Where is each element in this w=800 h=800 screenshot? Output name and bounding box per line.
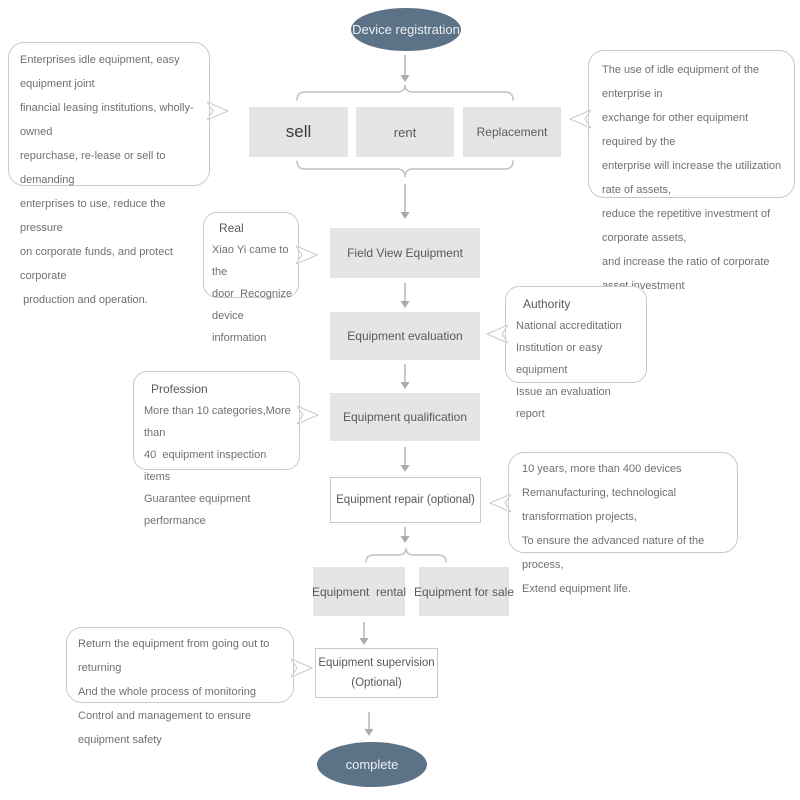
callout-authority: Authority National accreditation Institu…: [486, 286, 647, 420]
end-node: complete: [317, 742, 427, 787]
arrow-down: [359, 622, 369, 645]
arrow-down: [400, 447, 410, 472]
arrow-down: [400, 55, 410, 82]
callout-line: To ensure the advanced nature of the pro…: [522, 535, 708, 571]
callout-line: More than 10 categories,More than: [144, 405, 294, 439]
callout-line: reduce the repetitive investment of corp…: [602, 208, 774, 244]
callout-line: Guarantee equipment performance: [144, 493, 254, 527]
callout-line: And the whole process of monitoring: [78, 686, 256, 698]
flow-box-qualification: Equipment qualification: [330, 393, 480, 441]
callout-title: Profession: [151, 382, 208, 396]
flow-box-repair: Equipment repair (optional): [330, 477, 481, 523]
callout-line: Remanufacturing, technological transform…: [522, 487, 680, 523]
flow-box-supervision-line2: (Optional): [351, 677, 402, 689]
flow-box-supervision-line1: Equipment supervision: [318, 657, 435, 669]
brace-top-split: [365, 547, 447, 563]
callout-line: Xiao Yi came to the: [212, 244, 292, 278]
flow-box-sale: Equipment for sale: [414, 567, 514, 616]
callout-title: Real: [219, 221, 244, 235]
callout-line: Return the equipment from going out to r…: [78, 638, 273, 674]
callout-title: Authority: [523, 297, 571, 311]
start-node: Device registration: [351, 8, 461, 51]
flow-box-repair-label: Equipment repair (optional): [336, 494, 475, 506]
callout-pointer-icon: [486, 324, 508, 344]
option-box-replacement: Replacement: [463, 107, 561, 157]
callout-line: production and operation.: [20, 294, 148, 306]
callout-line: enterprises to use, reduce the pressure: [20, 198, 169, 234]
arrow-down: [364, 712, 374, 736]
callout-pointer-icon: [297, 405, 319, 425]
callout-line: on corporate funds, and protect corporat…: [20, 246, 176, 282]
flow-box-rental: Equipment rental: [312, 567, 406, 616]
callout-pointer-icon: [207, 101, 229, 121]
callout-line: Extend equipment life.: [522, 583, 631, 595]
callout-line: 10 years, more than 400 devices: [522, 463, 682, 475]
flow-box-evaluation: Equipment evaluation: [330, 312, 480, 360]
brace-top-options: [296, 84, 514, 101]
callout-line: financial leasing institutions, wholly-o…: [20, 102, 194, 138]
callout-pointer-icon: [291, 658, 313, 678]
callout-line: exchange for other equipment required by…: [602, 112, 752, 148]
callout-line: door Recognize: [212, 288, 293, 300]
flow-box-supervision: Equipment supervision (Optional): [315, 648, 438, 698]
callout-line: National accreditation: [516, 320, 622, 332]
callout-replacement-info: The use of idle equipment of the enterpr…: [569, 50, 795, 316]
callout-sell-info: Enterprises idle equipment, easy equipme…: [8, 42, 229, 306]
callout-line: 40 equipment inspection items: [144, 449, 270, 483]
callout-supervision-info: Return the equipment from going out to r…: [66, 627, 313, 746]
arrow-down: [400, 283, 410, 308]
arrow-down: [400, 527, 410, 543]
option-box-sell: sell: [249, 107, 348, 157]
callout-line: The use of idle equipment of the enterpr…: [602, 64, 763, 100]
brace-bottom-options: [296, 160, 514, 178]
callout-line: enterprise will increase the utilization…: [602, 160, 785, 196]
option-box-rent: rent: [356, 107, 454, 157]
callout-line: device information: [212, 310, 267, 344]
callout-profession: Profession More than 10 categories,More …: [133, 371, 319, 527]
arrow-down: [400, 364, 410, 389]
callout-line: Control and management to ensure equipme…: [78, 710, 255, 746]
callout-pointer-icon: [569, 109, 591, 129]
flow-box-field-view: Field View Equipment: [330, 228, 480, 278]
callout-pointer-icon: [296, 245, 318, 265]
callout-repair-info: 10 years, more than 400 devices Remanufa…: [489, 452, 738, 595]
callout-line: Institution or easy equipment: [516, 342, 606, 376]
callout-pointer-icon: [489, 493, 511, 513]
callout-real: Real Xiao Yi came to the door Recognize …: [203, 212, 318, 344]
callout-line: Issue an evaluation report: [516, 386, 614, 420]
arrow-down: [400, 184, 410, 219]
callout-line: repurchase, re-lease or sell to demandin…: [20, 150, 169, 186]
callout-line: Enterprises idle equipment, easy equipme…: [20, 54, 183, 90]
